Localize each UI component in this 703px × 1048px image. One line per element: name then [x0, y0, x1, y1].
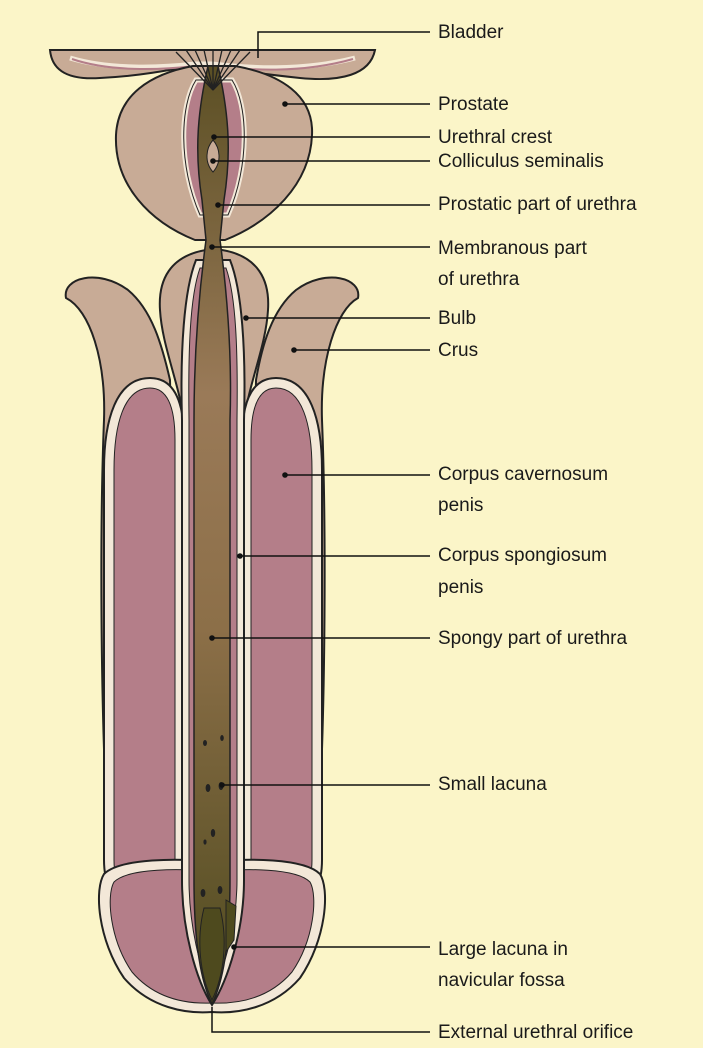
label-colliculus-seminalis: Colliculus seminalis	[438, 146, 604, 177]
label-membranous-part-line1: Membranous part	[438, 233, 587, 264]
corpus-cavernosum-right	[242, 378, 322, 920]
label-spongy-part: Spongy part of urethra	[438, 623, 627, 654]
label-crus: Crus	[438, 335, 478, 366]
label-corpus-cavernosum-line1: Corpus cavernosum	[438, 459, 608, 490]
corpus-cavernosum-left	[104, 378, 184, 920]
label-bladder: Bladder	[438, 17, 504, 48]
label-corpus-spongiosum-line2: penis	[438, 572, 483, 603]
label-prostatic-part: Prostatic part of urethra	[438, 189, 637, 220]
label-prostate: Prostate	[438, 89, 509, 120]
label-small-lacuna: Small lacuna	[438, 769, 547, 800]
label-external-urethral-orifice: External urethral orifice	[438, 1017, 633, 1048]
label-large-lacuna-line1: Large lacuna in	[438, 934, 568, 965]
label-membranous-part-line2: of urethra	[438, 264, 519, 295]
label-corpus-spongiosum-line1: Corpus spongiosum	[438, 540, 607, 571]
label-corpus-cavernosum-line2: penis	[438, 490, 483, 521]
label-bulb: Bulb	[438, 303, 476, 334]
label-large-lacuna-line2: navicular fossa	[438, 965, 565, 996]
